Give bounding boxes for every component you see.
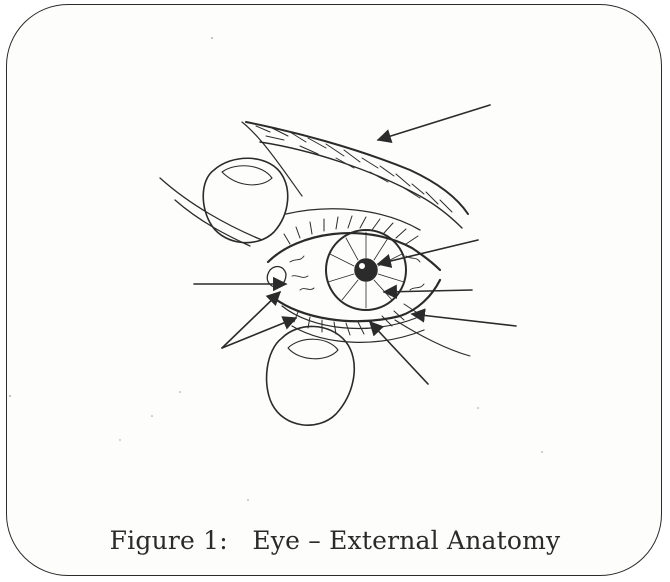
arrow-iris [384, 290, 472, 292]
hand-outline [160, 178, 262, 240]
pupil [355, 259, 377, 281]
pupil-highlight [359, 263, 365, 269]
figure-caption: Figure 1: Eye – External Anatomy [0, 526, 670, 555]
scan-specks [9, 37, 543, 501]
lower-fingernail [288, 339, 338, 359]
arrow-caruncle [222, 292, 280, 348]
arrow-lower-lashes [412, 314, 516, 326]
eyebrow [260, 142, 462, 228]
upper-finger [203, 158, 287, 242]
face-contour [395, 320, 470, 356]
arrow-eyebrow [378, 105, 490, 140]
upper-fingernail [222, 166, 272, 185]
eyebrow-hair [256, 126, 452, 212]
hand-outline [175, 200, 250, 246]
upper-lid-crease [286, 209, 420, 230]
arrow-lower-lid-margin [222, 318, 296, 348]
